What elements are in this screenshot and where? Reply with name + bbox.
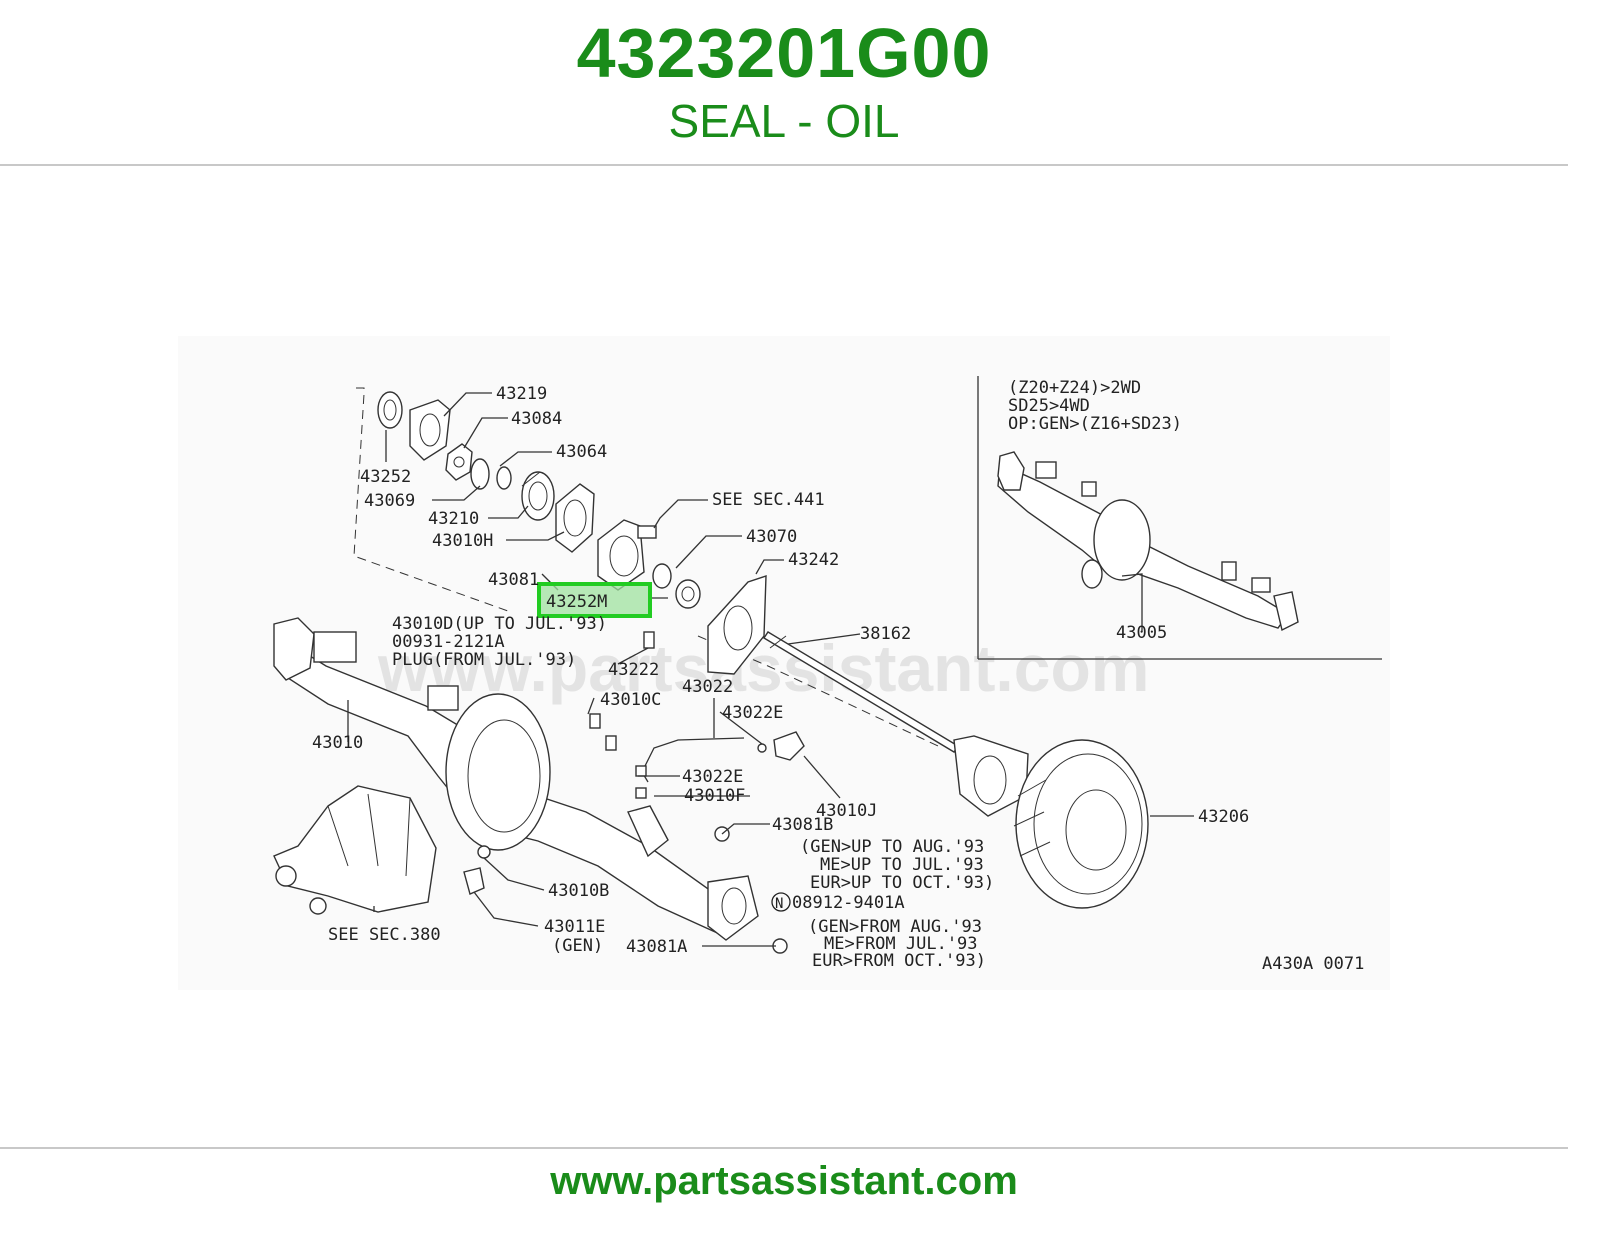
leader-lines [347,392,1194,947]
callout-43010c: 43010C [600,690,661,710]
callout-see-sec-380: SEE SEC.380 [328,925,441,945]
nut-43084-part [445,443,473,481]
header-divider [0,164,1568,166]
callout-43022e-lower: 43022E [682,767,743,787]
callout-43010H: 43010H [432,531,493,551]
callout-plug: PLUG(FROM JUL.'93) [392,650,576,670]
n-circle-marker [771,892,791,912]
callout-43081a: 43081A [626,937,687,957]
callout-43069: 43069 [364,491,415,511]
note-gen-up-to: (GEN>UP TO AUG.'93 [800,837,984,857]
inset-callout-43005: 43005 [1116,623,1167,643]
callout-gen: (GEN) [552,936,603,956]
callout-see-sec-441: SEE SEC.441 [712,490,825,510]
exploded-guide-dashed [353,387,509,612]
diagram-code: A430A 0071 [1262,954,1364,974]
callout-43222: 43222 [608,660,659,680]
ring-43070-part [652,563,701,609]
page-header: 4323201G00 SEAL - OIL [0,0,1568,166]
note-gen-from: (GEN>FROM AUG.'93 [808,917,982,937]
callout-43064: 43064 [556,442,607,462]
callout-43070: 43070 [746,527,797,547]
differential-carrier-part [273,785,437,915]
inset-axle-43005-part [997,451,1299,632]
callout-43022: 43022 [682,677,733,697]
callout-38162: 38162 [860,624,911,644]
callout-43081: 43081 [488,570,539,590]
watermark-text: www.partsassistant.com [377,631,1149,705]
callout-43010f: 43010F [684,786,745,806]
axle-housing-43010-part [273,617,759,941]
callout-43219: 43219 [496,384,547,404]
callout-08912-9401a: 08912-9401A [792,893,905,913]
washer-43069-part [470,458,512,490]
bearing-43210-part [521,471,555,521]
callout-43010: 43010 [312,733,363,753]
note-eur-up-to: EUR>UP TO OCT.'93) [810,873,994,893]
callout-43252: 43252 [360,467,411,487]
brake-line-43022-part [641,731,805,783]
callout-43081b: 43081B [772,815,833,835]
callout-43084: 43084 [511,409,562,429]
footer-divider [0,1147,1568,1149]
callout-43010b: 43010B [548,881,609,901]
footer-website-link[interactable]: www.partsassistant.com [550,1159,1018,1203]
callout-43210: 43210 [428,509,479,529]
parts-diagram: www.partsassistant.com [178,336,1390,990]
callout-00931-2121a: 00931-2121A [392,632,505,652]
plate-43010H-part [555,483,595,553]
note-me-up-to: ME>UP TO JUL.'93 [820,855,984,875]
callout-43242: 43242 [788,550,839,570]
note-eur-from: EUR>FROM OCT.'93) [812,951,986,971]
axle-guide-dashed [697,635,939,747]
axle-shaft-38162-part [763,631,1029,817]
brake-backing-part [597,519,657,591]
callout-n-letter: N [775,896,783,912]
gasket-43219-part [409,399,451,461]
note-me-from: ME>FROM JUL.'93 [824,934,978,954]
highlighted-part-box[interactable] [537,582,652,618]
inset-note-line2: SD25>4WD [1008,396,1090,416]
inset-note-line1: (Z20+Z24)>2WD [1008,378,1141,398]
part-number-title: 4323201G00 [576,14,992,92]
callout-43010j: 43010J [816,801,877,821]
callout-43252m-highlighted[interactable]: 43252M [546,592,607,612]
diagram-svg: www.partsassistant.com [273,376,1382,974]
callout-43022e-upper: 43022E [722,703,783,723]
callout-43011e: 43011E [544,917,605,937]
backing-plate-43242-part [707,575,767,675]
inset-note-line3: OP:GEN>(Z16+SD23) [1008,414,1182,434]
brake-drum-43206-part [1013,739,1149,909]
callout-43206: 43206 [1198,807,1249,827]
callout-43010d: 43010D(UP TO JUL.'93) [392,614,607,634]
small-fittings [463,631,788,954]
oil-seal-43252-part [377,391,403,429]
part-name-subtitle: SEAL - OIL [668,95,900,147]
